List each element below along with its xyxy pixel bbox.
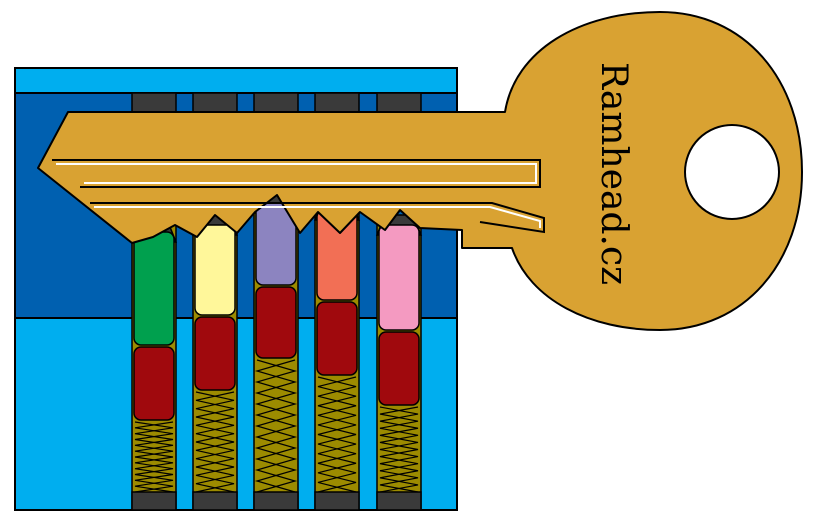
key-pin (133, 231, 175, 346)
bottom-cap (376, 491, 422, 511)
spring (317, 376, 357, 493)
key: Ramhead.cz (37, 11, 803, 331)
driver-pin (255, 286, 297, 359)
driver-pin (378, 331, 420, 406)
spring (134, 421, 174, 493)
spring (134, 421, 174, 493)
pin-stacks (130, 192, 423, 511)
pin-stack (191, 214, 239, 511)
bottom-cap (314, 491, 360, 511)
bottom-cap (192, 491, 238, 511)
pin-stack (130, 221, 178, 511)
key-pin (378, 224, 420, 331)
spring (254, 359, 298, 493)
key-ring-hole (684, 124, 780, 220)
top-cap (253, 92, 299, 114)
spring (195, 391, 235, 493)
top-caps (131, 92, 422, 114)
top-cap (131, 92, 177, 114)
key-groove-upper-inner (56, 163, 537, 184)
pin-stack (375, 214, 423, 511)
driver-pin (316, 301, 358, 376)
brand-label: Ramhead.cz (593, 62, 634, 285)
key-pin (194, 224, 236, 316)
bottom-cap (253, 491, 299, 511)
key-groove-lower (90, 202, 545, 234)
key-groove-upper (52, 159, 541, 188)
spring (254, 359, 298, 493)
spring (379, 406, 419, 493)
housing-top-strip (14, 67, 458, 94)
driver-pin (194, 316, 236, 391)
key-groove-lower-inner (94, 206, 541, 228)
top-cap (314, 92, 360, 114)
key-body (37, 11, 803, 331)
spring (195, 391, 235, 493)
spring (317, 376, 357, 493)
driver-pin (133, 346, 175, 421)
spring (379, 406, 419, 493)
top-cap (376, 92, 422, 114)
pin-stack (313, 199, 361, 511)
pin-stack (252, 192, 300, 511)
bottom-cap (131, 491, 177, 511)
top-cap (192, 92, 238, 114)
